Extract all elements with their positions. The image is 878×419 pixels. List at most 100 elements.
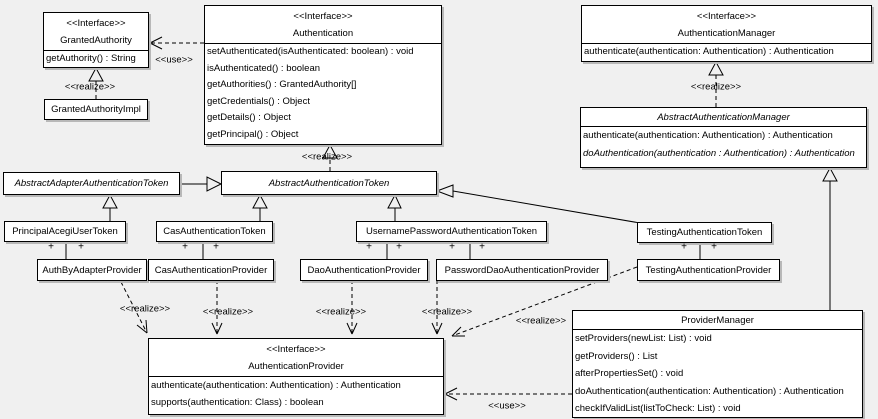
realize-edge-casprovider-authprovider	[211, 280, 223, 335]
realize-label: <<realize>>	[690, 81, 742, 93]
use-edge-providermanager-authprovider	[444, 387, 572, 401]
class-principal-acegi-user-token[interactable]: PrincipalAcegiUserToken	[4, 221, 126, 242]
association-end-plus: +	[78, 241, 84, 253]
association-end-plus: +	[48, 241, 54, 253]
method-list: setProviders(newList: List) : void getPr…	[573, 329, 862, 418]
association-end-plus: +	[366, 241, 372, 253]
method: authenticate(authentication: Authenticat…	[151, 380, 401, 391]
association-end-plus: +	[396, 241, 402, 253]
method: authenticate(authentication: Authenticat…	[583, 130, 833, 141]
method: setProviders(newList: List) : void	[575, 333, 712, 344]
class-name: AuthenticationProvider	[248, 361, 344, 372]
method: doAuthentication(authentication : Authen…	[583, 148, 855, 159]
generalization-edge-usernamepassword-abstracttoken	[387, 193, 402, 221]
class-testing-authentication-provider[interactable]: TestingAuthenticationProvider	[637, 259, 780, 281]
generalization-edge-principal-abstractadapter	[102, 193, 118, 221]
class-name: GrantedAuthorityImpl	[51, 104, 141, 115]
class-authentication-manager[interactable]: <<Interface>> AuthenticationManager auth…	[581, 5, 872, 62]
method: getPrincipal() : Object	[207, 128, 299, 140]
association-end-plus: +	[213, 241, 219, 253]
method: doAuthentication(authentication: Authent…	[575, 385, 844, 397]
class-name: PasswordDaoAuthenticationProvider	[444, 264, 600, 276]
class-name: Authentication	[292, 28, 354, 39]
class-name: AbstractAdapterAuthenticationToken	[14, 178, 169, 189]
class-name: TestingAuthenticationProvider	[645, 264, 772, 276]
class-header: <<Interface>> AuthenticationManager	[582, 6, 871, 43]
realize-edge-authbyadapter-authprovider	[120, 281, 148, 334]
class-abstract-authentication-manager[interactable]: AbstractAuthenticationManager authentica…	[580, 107, 867, 168]
realize-label: <<realize>>	[515, 315, 567, 327]
method: checkIfValidList(listToCheck: List) : vo…	[575, 403, 741, 414]
realize-label: <<realize>>	[119, 303, 171, 315]
association-end-plus: +	[479, 241, 485, 253]
stereotype: <<Interface>>	[266, 344, 326, 355]
realize-edge-passworddaoprovider-authprovider	[431, 280, 443, 335]
association-end-plus: +	[449, 241, 455, 253]
realize-edge-grantedauthorityimpl-grantedauthority	[88, 66, 104, 99]
realize-label: <<realize>>	[315, 306, 367, 318]
method: getAuthorities() : GrantedAuthority[]	[207, 79, 357, 90]
method: getDetails() : Object	[207, 112, 291, 123]
realize-edge-testingprovider-authprovider	[451, 266, 638, 337]
realize-label: <<realize>>	[202, 306, 254, 318]
method: getAuthority() : String	[46, 53, 136, 64]
use-label: <<use>>	[488, 400, 526, 412]
realize-edge-abstractmanager-authenticationmanager	[708, 60, 724, 107]
method: isAuthenticated() : boolean	[207, 62, 321, 74]
stereotype: <<Interface>>	[66, 18, 126, 29]
class-name: AuthByAdapterProvider	[42, 264, 142, 276]
class-password-dao-authentication-provider[interactable]: PasswordDaoAuthenticationProvider	[436, 259, 608, 281]
stereotype: <<Interface>>	[696, 11, 757, 22]
realize-label: <<realize>>	[421, 306, 473, 318]
method-list: authenticate(authentication: Authenticat…	[581, 126, 866, 163]
class-name: TestingAuthenticationToken	[646, 227, 763, 238]
class-name: ProviderManager	[681, 315, 754, 326]
method: afterPropertiesSet() : void	[575, 368, 684, 379]
realize-label: <<realize>>	[64, 81, 116, 93]
class-authentication[interactable]: <<Interface>> Authentication setAuthenti…	[204, 5, 442, 145]
association-end-plus: +	[182, 241, 188, 253]
class-name: AuthenticationManager	[677, 28, 776, 39]
class-cas-authentication-token[interactable]: CasAuthenticationToken	[156, 221, 273, 242]
realize-label: <<realize>>	[301, 151, 353, 163]
use-edge-authentication-grantedauthority	[149, 36, 204, 50]
class-name: UsernamePasswordAuthenticationToken	[365, 226, 538, 237]
method-list: setAuthenticated(isAuthenticated: boolea…	[205, 43, 441, 143]
class-abstract-adapter-authentication-token[interactable]: AbstractAdapterAuthenticationToken	[3, 172, 180, 195]
stereotype: <<Interface>>	[293, 11, 353, 22]
association-end-plus: +	[681, 241, 687, 253]
method: getCredentials() : Object	[207, 95, 310, 107]
realize-edge-abstracttoken-authentication	[322, 143, 338, 171]
generalization-edge-abstractadapter-abstracttoken	[180, 176, 223, 192]
class-name: CasAuthenticationProvider	[154, 264, 268, 276]
generalization-edge-testingtoken-abstracttoken	[435, 184, 641, 224]
generalization-edge-providermanager-abstractmanager	[822, 166, 838, 310]
association-end-plus: +	[711, 241, 717, 253]
class-auth-by-adapter-provider[interactable]: AuthByAdapterProvider	[37, 259, 147, 281]
class-testing-authentication-token[interactable]: TestingAuthenticationToken	[637, 222, 772, 243]
method: setAuthenticated(isAuthenticated: boolea…	[207, 46, 414, 57]
class-abstract-authentication-token[interactable]: AbstractAuthenticationToken	[221, 171, 437, 195]
use-label: <<use>>	[155, 54, 193, 66]
method: getProviders() : List	[575, 350, 658, 362]
method-list: authenticate(authentication: Authenticat…	[149, 376, 443, 411]
class-dao-authentication-provider[interactable]: DaoAuthenticationProvider	[300, 259, 428, 281]
class-name: AbstractAuthenticationManager	[657, 112, 790, 123]
class-header: <<Interface>> GrantedAuthority	[44, 13, 148, 50]
class-name: GrantedAuthority	[60, 35, 132, 46]
class-provider-manager[interactable]: ProviderManager setProviders(newList: Li…	[572, 310, 863, 418]
class-name: PrincipalAcegiUserToken	[12, 226, 118, 237]
method-list: authenticate(authentication: Authenticat…	[582, 43, 871, 61]
class-username-password-authentication-token[interactable]: UsernamePasswordAuthenticationToken	[356, 221, 547, 242]
method-list: getAuthority() : String	[44, 50, 148, 68]
method: authenticate(authentication: Authenticat…	[584, 46, 834, 57]
class-granted-authority-impl[interactable]: GrantedAuthorityImpl	[44, 99, 148, 120]
generalization-edge-cas-abstracttoken	[252, 193, 268, 221]
class-granted-authority[interactable]: <<Interface>> GrantedAuthority getAuthor…	[43, 12, 149, 68]
class-cas-authentication-provider[interactable]: CasAuthenticationProvider	[148, 259, 274, 281]
class-name: AbstractAuthenticationToken	[268, 177, 390, 189]
class-name: CasAuthenticationToken	[163, 226, 266, 237]
class-authentication-provider[interactable]: <<Interface>> AuthenticationProvider aut…	[148, 338, 444, 415]
